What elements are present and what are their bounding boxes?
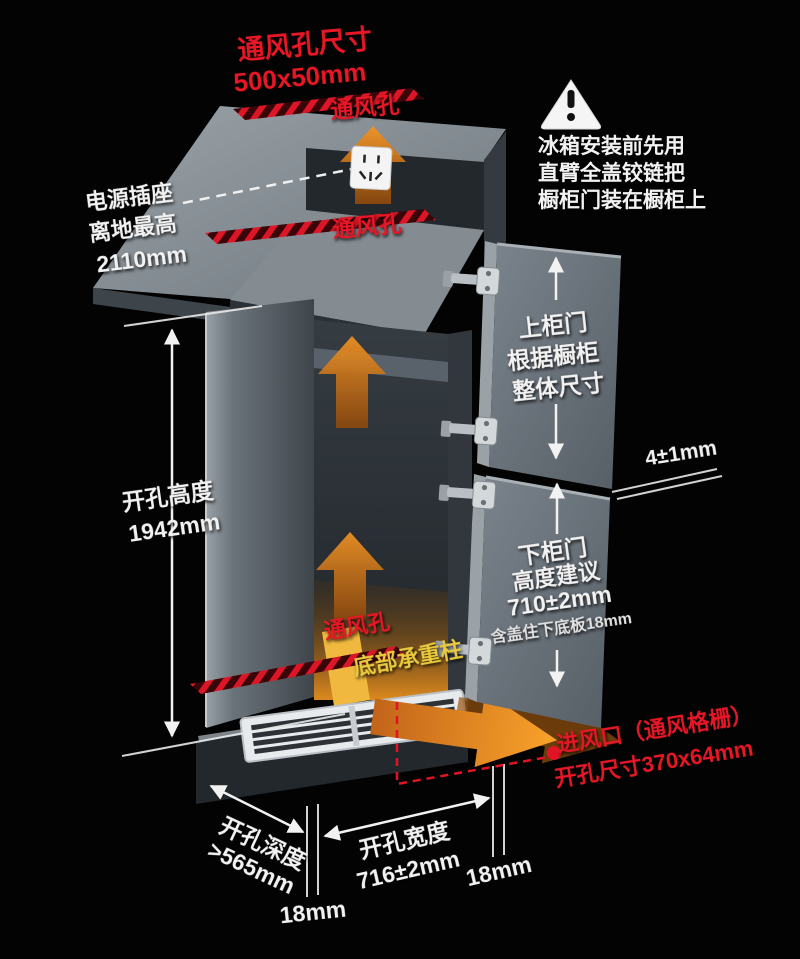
height-dim-tick-top xyxy=(123,305,263,327)
bottom-vent-strip xyxy=(190,646,407,694)
left-side-panel xyxy=(206,299,314,728)
warning-line-1: 冰箱安装前先用 xyxy=(538,134,685,158)
outlet-pointer-dashed-line xyxy=(182,165,363,205)
mid-vent-strip xyxy=(205,209,436,244)
gap-pointer-line-2 xyxy=(616,475,723,500)
top-vent-label: 通风孔 xyxy=(329,91,400,123)
depth-dim-label: 开孔深度 >565mm xyxy=(204,812,311,899)
warning-block: 冰箱安装前先用 直臂全盖铰链把 橱柜门装在橱柜上 xyxy=(538,79,706,212)
mid-vent-label: 通风孔 xyxy=(331,210,402,242)
upper-door xyxy=(489,244,621,489)
thickness-left-label: 18mm xyxy=(278,896,347,929)
warning-line-2: 直臂全盖铰链把 xyxy=(538,161,685,185)
vent-strips xyxy=(190,88,436,694)
airflow-arrows xyxy=(316,126,621,768)
lower-door-top-edge xyxy=(485,475,611,501)
inlet-airflow-arrow xyxy=(370,691,558,768)
power-outlet-note: 电源插座 离地最高 2110mm xyxy=(84,180,188,278)
upper-door-edge xyxy=(477,241,497,467)
cavity-airflow-arrow-top xyxy=(318,336,386,428)
warning-line-3: 橱柜门装在橱柜上 xyxy=(538,188,706,212)
hinges xyxy=(434,266,501,666)
width-dim-line xyxy=(323,793,491,841)
cavity-airflow-arrow-bottom xyxy=(316,532,384,620)
inlet-dashed-line xyxy=(395,702,549,786)
lower-door xyxy=(477,477,610,728)
height-dim-tick-bottom xyxy=(121,713,346,757)
power-outlet-icon xyxy=(349,145,393,191)
depth-dim-line xyxy=(209,784,305,834)
top-vent-strip xyxy=(233,88,424,120)
upper-door-top-edge xyxy=(496,242,622,259)
hinge-2 xyxy=(440,416,499,446)
thickness-right-label: 18mm xyxy=(463,851,534,891)
cabinet-doors xyxy=(465,241,622,728)
hinge-1 xyxy=(442,266,501,296)
right-wall-strip xyxy=(448,330,472,700)
hinge-4 xyxy=(434,636,493,666)
inlet-dot xyxy=(547,746,561,760)
hinge-3 xyxy=(438,480,497,510)
gap-label: 4±1mm xyxy=(644,436,719,470)
dimension-lines xyxy=(121,256,723,897)
cabinet-structure xyxy=(93,106,506,804)
gap-pointer-line-1 xyxy=(611,468,718,493)
